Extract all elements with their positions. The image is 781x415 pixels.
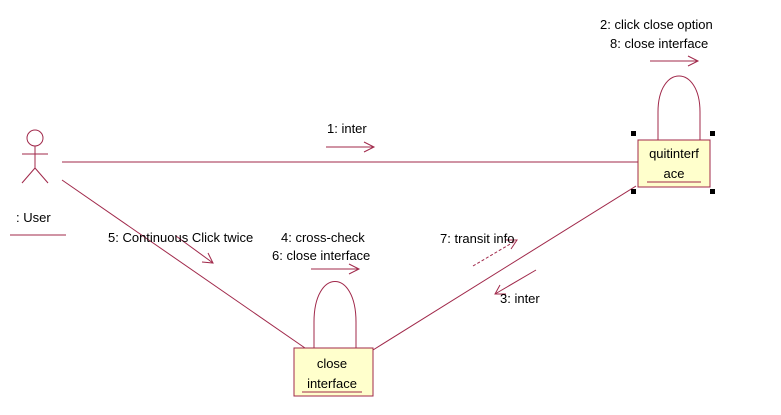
object-quitinterface-box[interactable] [637,139,711,188]
selection-handle-top-right[interactable] [710,131,715,136]
selection-handle-bottom-right[interactable] [710,189,715,194]
self-loop-quitinterface[interactable] [657,75,701,140]
selection-handle-top-left[interactable] [631,131,636,136]
object-quitinterface-label-line2: ace [664,166,685,181]
message-label-7: 7: transit info [440,231,514,246]
self-loop-closeinterface[interactable] [313,281,357,349]
message-label-1: 1: inter [327,121,367,136]
user-actor[interactable]: : User [10,129,66,236]
message-arrow-5[interactable] [175,235,214,264]
link-user-closeinterface[interactable] [61,179,306,349]
message-label-5: 5: Continuous Click twice [108,230,253,245]
message-label-6: 6: close interface [272,248,370,263]
message-arrow-7[interactable] [472,239,518,267]
selection-handles[interactable] [631,131,715,194]
selection-handle-bottom-left[interactable] [631,189,636,194]
message-arrow-1[interactable] [326,141,376,153]
message-arrow-2-8[interactable] [650,55,700,67]
object-quitinterface[interactable]: quitinterf ace [637,139,711,188]
object-closeinterface-label-line1: close [317,356,347,371]
message-label-3: 3: inter [500,291,540,306]
message-label-8: 8: close interface [610,36,708,51]
object-quitinterface-label-line1: quitinterf [649,146,699,161]
message-label-4: 4: cross-check [281,230,365,245]
object-closeinterface-label-line2: interface [307,376,357,391]
message-arrow-3[interactable] [494,269,537,295]
message-arrow-4-6[interactable] [311,263,361,275]
message-label-2: 2: click close option [600,17,713,32]
object-closeinterface[interactable]: close interface [293,347,374,397]
stick-figure-icon [21,129,49,184]
object-closeinterface-box[interactable] [293,347,374,397]
user-actor-label: : User [16,210,51,225]
link-closeinterface-quitinterface[interactable] [372,185,637,351]
